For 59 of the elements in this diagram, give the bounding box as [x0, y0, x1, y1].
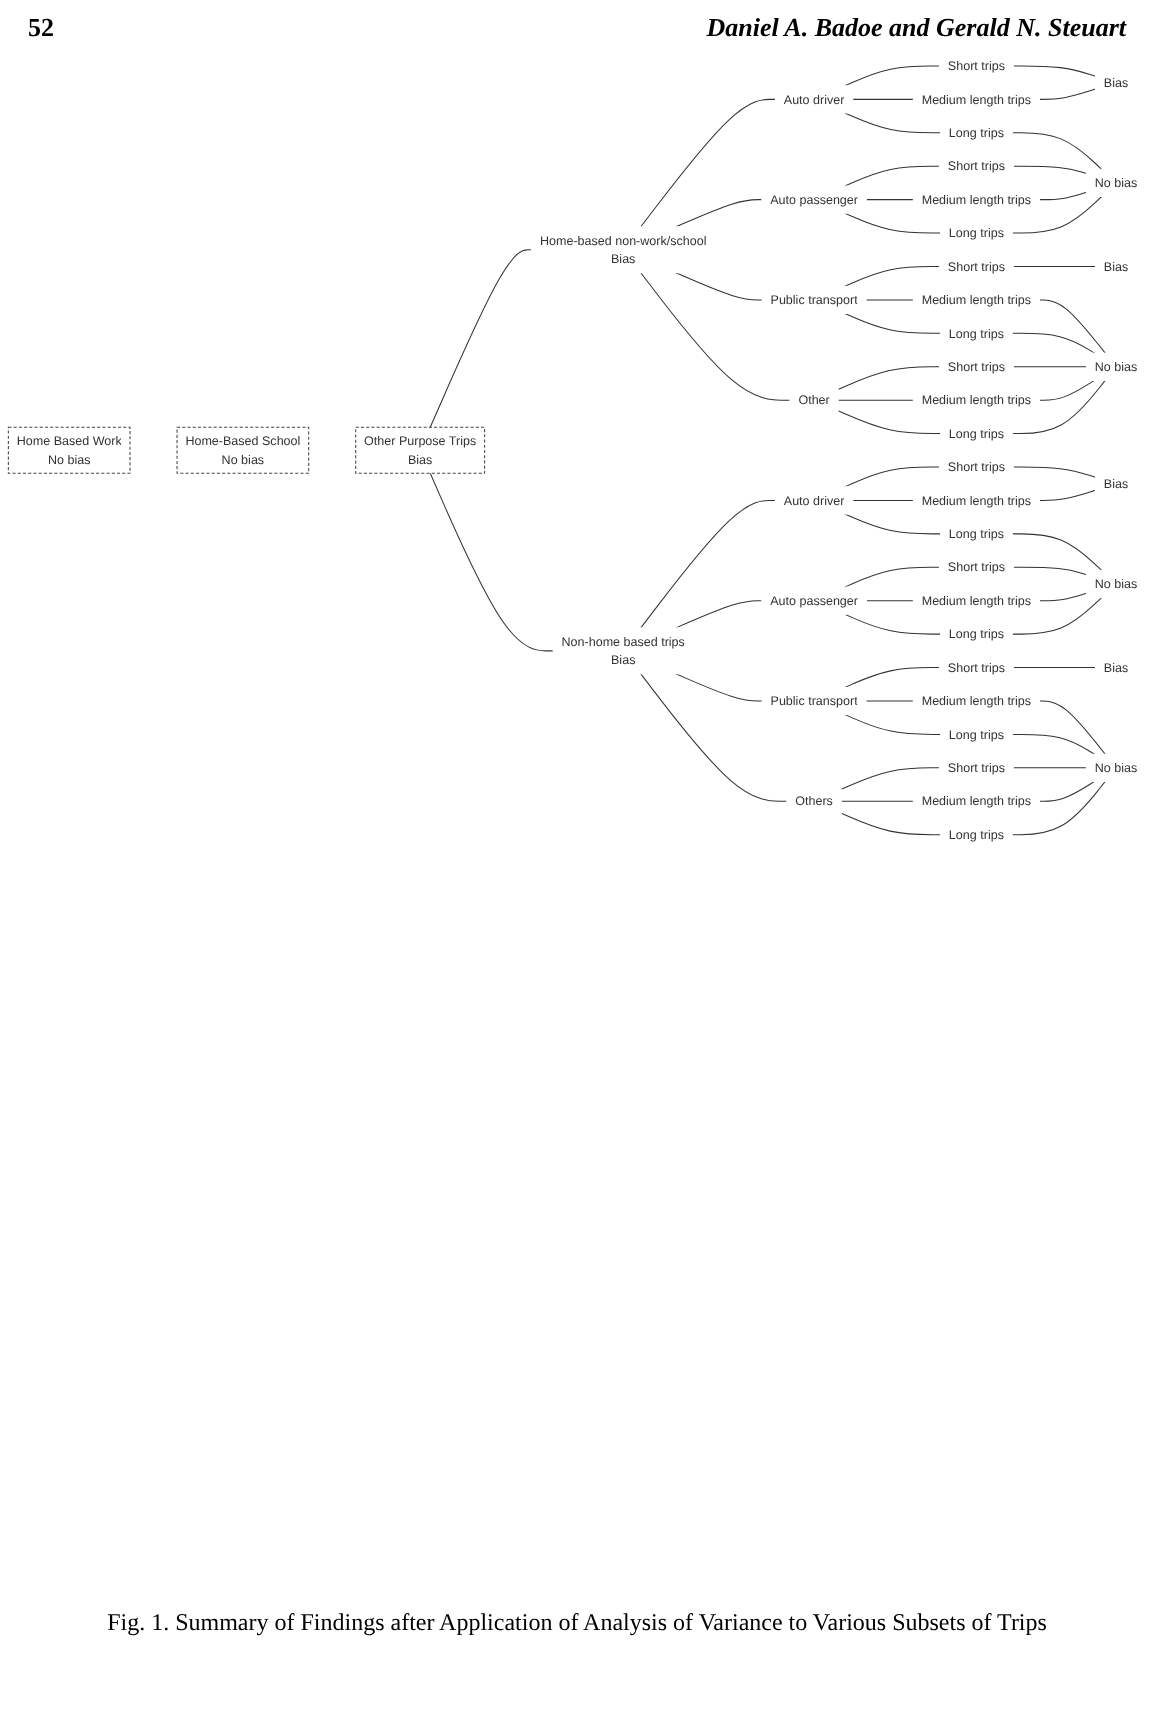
- connector: [844, 112, 941, 134]
- connector: [844, 165, 940, 187]
- connector: [844, 714, 941, 735]
- connector: [1011, 533, 1103, 571]
- connector: [865, 600, 914, 602]
- connector: [844, 566, 940, 588]
- connector: [1038, 379, 1095, 401]
- connector: [1012, 767, 1087, 769]
- connector: [1011, 780, 1106, 836]
- connector: [640, 272, 791, 401]
- connector: [837, 410, 941, 435]
- connector: [1011, 332, 1095, 354]
- connector: [837, 399, 914, 401]
- connector: [1012, 466, 1096, 478]
- figure-caption: Fig. 1. Summary of Findings after Application of Analysis of Variance to Various Subsets of Trips: [105, 1606, 1049, 1640]
- connector: [675, 199, 763, 228]
- connector: [1012, 366, 1087, 368]
- connector: [1038, 191, 1087, 201]
- connector: [1012, 667, 1096, 669]
- connector: [429, 249, 533, 428]
- connector: [840, 812, 941, 836]
- connector: [675, 600, 763, 629]
- connector: [1038, 88, 1096, 100]
- connector: [1012, 566, 1087, 576]
- connector: [840, 800, 914, 802]
- connector: [640, 673, 788, 802]
- connector: [844, 65, 940, 87]
- connector: [1038, 299, 1106, 354]
- connector: [1011, 196, 1103, 234]
- connector: [844, 613, 941, 635]
- connector: [1038, 700, 1106, 755]
- connector: [837, 366, 940, 391]
- connector: [844, 466, 940, 488]
- connector: [844, 312, 941, 334]
- connector: [844, 265, 940, 287]
- connector: [1038, 780, 1095, 802]
- connector: [852, 499, 914, 501]
- connector: [1038, 592, 1087, 602]
- connector: [1011, 733, 1095, 755]
- connector: [640, 98, 776, 228]
- connector: [844, 513, 941, 535]
- connector: [865, 199, 914, 201]
- connector: [640, 499, 776, 629]
- connector: [1011, 379, 1106, 435]
- connector: [1012, 265, 1096, 267]
- connector: [429, 472, 554, 652]
- connector: [675, 673, 763, 702]
- connector: [1011, 597, 1103, 635]
- connector: [675, 272, 763, 301]
- connector: [844, 667, 940, 688]
- connector: [1011, 132, 1103, 170]
- page-number: 52: [28, 12, 54, 44]
- connector: [844, 212, 941, 234]
- author-line: Daniel A. Badoe and Gerald N. Steuart: [706, 12, 1126, 44]
- connector: [1012, 165, 1087, 175]
- connector: [852, 98, 914, 100]
- connector: [840, 767, 940, 790]
- connector: [1038, 489, 1096, 501]
- connector: [1012, 65, 1096, 77]
